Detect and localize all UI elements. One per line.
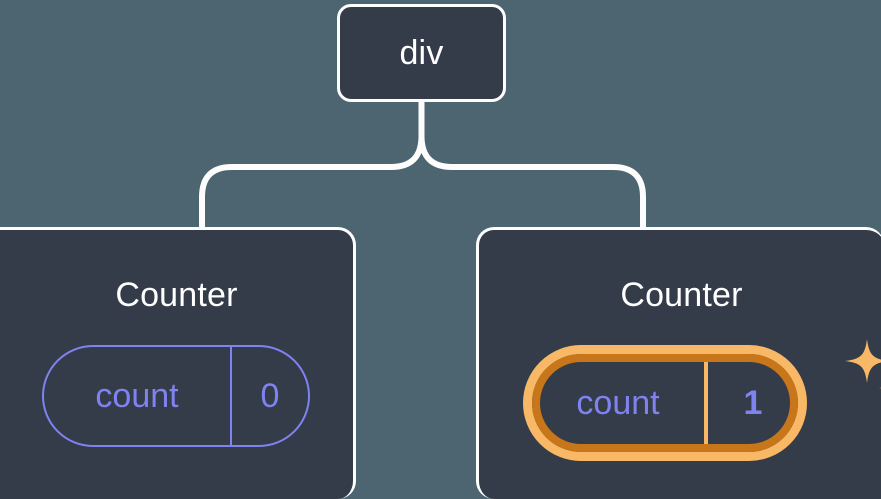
connector-branch-left: [199, 133, 425, 230]
state-pill-left[interactable]: count 0: [42, 345, 310, 447]
node-root-div[interactable]: div: [337, 4, 506, 102]
state-pill-left-value: 0: [230, 347, 308, 445]
sparkle-large-icon: [845, 339, 881, 383]
state-pill-right-key: count: [576, 384, 660, 422]
node-counter-right-title: Counter: [620, 276, 743, 314]
sparkles-group: [845, 339, 881, 389]
state-pill-right-value: 1: [704, 354, 798, 452]
node-counter-right[interactable]: Counter count 1: [476, 227, 881, 499]
state-pill-left-key: count: [95, 377, 179, 415]
node-counter-left-title: Counter: [115, 276, 238, 314]
state-pill-left-wrapper: count 0: [42, 345, 310, 447]
connector-branch-right: [418, 133, 646, 230]
node-counter-left[interactable]: Counter count 0: [0, 227, 356, 499]
state-pill-right[interactable]: count 1: [523, 345, 807, 461]
state-pill-right-wrapper: count 1: [523, 339, 881, 461]
node-root-label: div: [399, 34, 444, 72]
